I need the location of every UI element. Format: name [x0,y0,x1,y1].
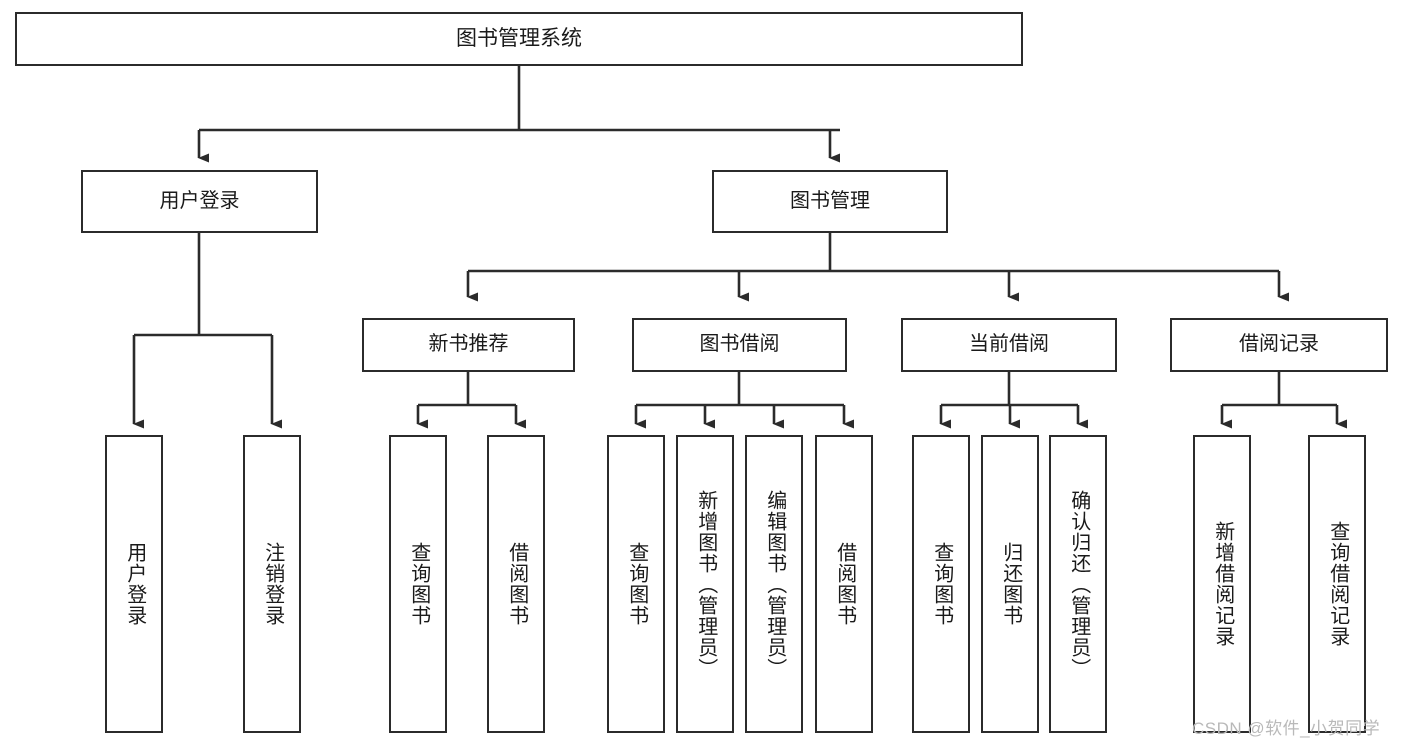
node-label: 图书管理系统 [456,26,582,50]
csdn-watermark: CSDN @软件_小贺同学 [1192,719,1381,738]
node-label: 编辑图书（管理员） [763,489,786,679]
leaf-book-borrow-query[interactable]: 查询图书 [607,435,665,733]
node-label: 归还图书 [999,542,1022,626]
node-label: 注销登录 [261,542,284,626]
node-book-borrow[interactable]: 图书借阅 [632,318,847,372]
leaf-book-borrow-edit[interactable]: 编辑图书（管理员） [745,435,803,733]
node-label: 新增借阅记录 [1211,521,1234,647]
node-current-borrow[interactable]: 当前借阅 [901,318,1117,372]
leaf-borrow-record-add[interactable]: 新增借阅记录 [1193,435,1251,733]
leaf-book-borrow-add[interactable]: 新增图书（管理员） [676,435,734,733]
node-label: 新书推荐 [428,333,509,356]
leaf-new-book-query[interactable]: 查询图书 [389,435,447,733]
node-label: 用户登录 [123,542,146,626]
node-label: 确认归还（管理员） [1067,489,1090,679]
node-label: 借阅图书 [505,542,528,626]
node-label: 用户登录 [159,189,240,212]
node-label: 查询借阅记录 [1326,521,1349,647]
leaf-current-borrow-query[interactable]: 查询图书 [912,435,970,733]
node-book-management[interactable]: 图书管理 [712,170,948,233]
leaf-new-book-borrow[interactable]: 借阅图书 [487,435,545,733]
node-label: 借阅图书 [833,542,856,626]
node-label: 查询图书 [625,542,648,626]
node-label: 查询图书 [407,542,430,626]
leaf-borrow-record-query[interactable]: 查询借阅记录 [1308,435,1366,733]
node-new-book-recommend[interactable]: 新书推荐 [362,318,575,372]
node-root-library-system[interactable]: 图书管理系统 [15,12,1023,66]
node-label: 图书管理 [790,189,870,212]
node-label: 借阅记录 [1239,333,1319,356]
node-label: 查询图书 [930,542,953,626]
leaf-current-borrow-return[interactable]: 归还图书 [981,435,1039,733]
node-label: 图书借阅 [699,333,780,356]
leaf-user-login-logout[interactable]: 注销登录 [243,435,301,733]
leaf-user-login-login[interactable]: 用户登录 [105,435,163,733]
node-user-login[interactable]: 用户登录 [81,170,318,233]
node-borrow-record[interactable]: 借阅记录 [1170,318,1388,372]
leaf-book-borrow-borrow[interactable]: 借阅图书 [815,435,873,733]
node-label: 新增图书（管理员） [694,489,717,679]
node-label: 当前借阅 [969,333,1049,356]
leaf-current-borrow-confirm-return[interactable]: 确认归还（管理员） [1049,435,1107,733]
